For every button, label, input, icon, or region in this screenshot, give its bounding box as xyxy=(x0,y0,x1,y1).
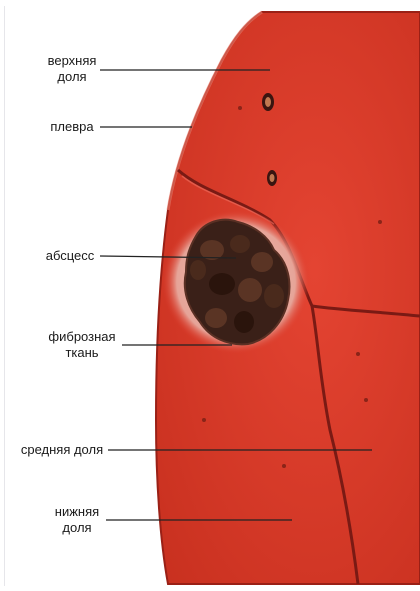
vessel-dot xyxy=(282,464,286,468)
label-upper-lobe-line1: верхняя xyxy=(44,53,100,69)
label-pleura: плевра xyxy=(46,119,98,135)
vessel-dot xyxy=(356,352,360,356)
vessel-dot xyxy=(378,220,382,224)
label-fibrous-line2: ткань xyxy=(44,345,120,361)
vessel-dot xyxy=(238,106,242,110)
label-fibrous-line1: фиброзная xyxy=(44,329,120,345)
label-upper-lobe-line2: доля xyxy=(44,69,100,85)
label-lower-lobe: нижняя доля xyxy=(50,504,104,536)
vessel-dot xyxy=(364,398,368,402)
bronchus-upper-inner xyxy=(265,97,271,107)
label-lower-lobe-line1: нижняя xyxy=(50,504,104,520)
label-upper-lobe: верхняя доля xyxy=(44,53,100,85)
label-middle-lobe: средняя доля xyxy=(16,442,108,458)
label-lower-lobe-line2: доля xyxy=(50,520,104,536)
bronchus-middle-inner xyxy=(270,174,275,182)
label-fibrous-tissue: фиброзная ткань xyxy=(44,329,120,361)
label-abscess: абсцесс xyxy=(40,248,100,264)
vessel-dot xyxy=(202,418,206,422)
